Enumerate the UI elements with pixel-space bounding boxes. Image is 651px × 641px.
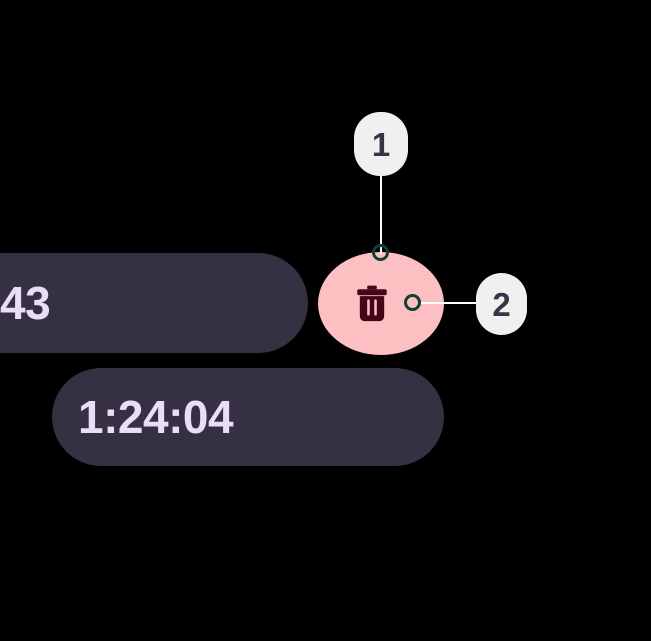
- annotation-badge-1: 1: [354, 112, 408, 176]
- timer-pill-label: 1:24:04: [78, 391, 234, 443]
- trash-icon: [357, 285, 387, 321]
- annotation-badge-2-label: 2: [492, 285, 511, 323]
- annotation-badge-2: 2: [476, 273, 527, 335]
- annotation-badge-1-label: 1: [371, 125, 391, 163]
- count-pill-label: 43: [0, 277, 51, 329]
- timer-pill[interactable]: 1:24:04: [52, 368, 444, 466]
- leader-line-1: [380, 174, 382, 254]
- delete-button[interactable]: [318, 252, 444, 355]
- count-pill[interactable]: 43: [0, 253, 308, 353]
